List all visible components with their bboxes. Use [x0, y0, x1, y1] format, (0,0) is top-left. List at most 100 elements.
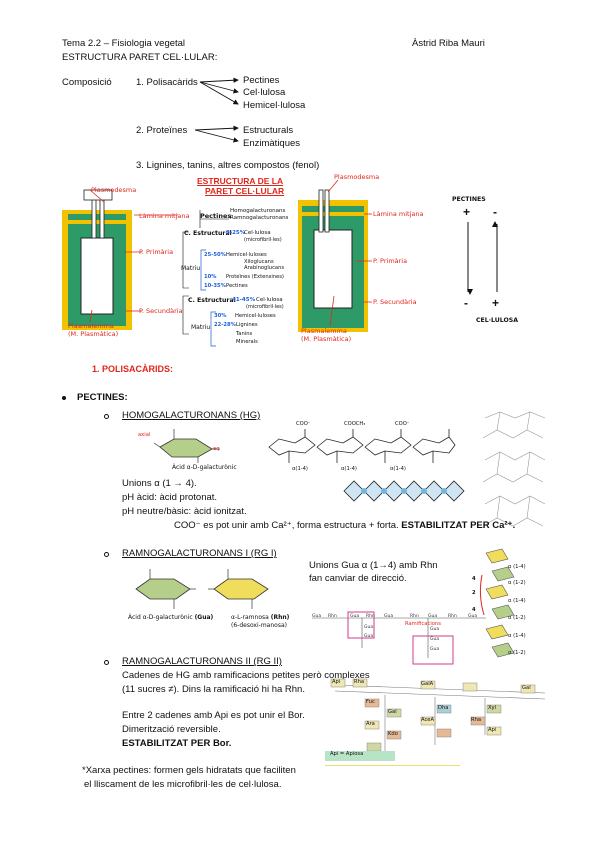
matrix2-text-0: Hemicel·luloses: [235, 313, 276, 319]
matrix2-text-1: Lignines: [236, 322, 258, 328]
hg-eq-label: eq: [213, 446, 220, 452]
cellulosa-text-1: Cel·lulosa: [244, 230, 271, 236]
rg2-sugar-4: Ara: [366, 721, 375, 727]
hg-axial-label: axial: [138, 432, 151, 438]
footnote-line1: *Xarxa pectines: formen gels hidratats q…: [82, 765, 296, 776]
rg1-rhn-caption-a: α-L-ramnosa: [231, 614, 271, 621]
hg-eggbox-drawing: [343, 480, 465, 502]
svg-text:Rhn: Rhn: [448, 613, 457, 619]
gradient-cellulosa-label: CEL·LULOSA: [476, 317, 519, 324]
matrix2-text-3: Minerals: [236, 339, 258, 345]
svg-text:Rhn: Rhn: [410, 613, 419, 619]
left-plasmalemma-label: Plasmalemma: [68, 322, 114, 330]
rg1-ramificacions-label: Ramificacions: [405, 621, 441, 627]
hg-monomer-caption: Àcid α-D-galacturònic: [172, 464, 237, 471]
rg1-rhn-caption-c: (6-desoxi-manosa): [231, 622, 287, 629]
svg-text:Gua: Gua: [468, 613, 477, 619]
hg-chain-label-2: COO⁻: [395, 421, 410, 427]
proteina-child-2: Enzimàtiques: [243, 138, 301, 149]
svg-text:Gua: Gua: [428, 613, 437, 619]
rg2-sugar-6: Dha: [438, 705, 449, 711]
svg-text:Rhn: Rhn: [366, 613, 375, 619]
rg2-sugar-2: Fuc: [366, 699, 375, 705]
rg2-sugar-11: Api: [488, 727, 497, 733]
rg1-gua-caption: Àcid α-D-galacturònic (Gua): [128, 614, 213, 621]
cellulosa-sub-2: (microfibril·les): [246, 304, 284, 310]
hg-title: HOMOGALACTURONANS (HG): [122, 410, 261, 421]
rg1-note-line2: fan canviar de direcció.: [309, 573, 407, 584]
svg-text:Gua: Gua: [384, 613, 393, 619]
left-secundaria-label: P. Secundària: [139, 307, 183, 315]
circle-bullet-hg: [104, 414, 109, 419]
figure-brackets: [182, 210, 229, 335]
matrix1-pct-3: 10%: [204, 274, 217, 280]
rg2-sugar-5: Kdo: [388, 731, 398, 737]
rg2-sugar-3: Gal: [388, 709, 397, 715]
circle-bullet-rg2: [104, 660, 109, 665]
footnote-line2: el lliscament de les microfibril·les de …: [84, 779, 282, 790]
polisacarid-child-1: Pectines: [243, 75, 280, 86]
rg1-note-line1: Unions Gua α (1→4) amb Rhn: [309, 560, 438, 571]
pectines-type-1: Homogalacturonans: [230, 208, 286, 214]
cell-diagram-left: [62, 189, 132, 330]
matrix1-text-0: Hemicel·luloses: [226, 252, 267, 258]
hg-ph-neutral: pH neutre/bàsic: àcid ionitzat.: [122, 506, 247, 517]
pectines-heading: PECTINES:: [77, 392, 128, 403]
matrix2-pct-1: 22-28%: [214, 322, 236, 328]
hg-unions: Unions α (1 → 4).: [122, 478, 197, 489]
svg-text:Gua: Gua: [350, 613, 359, 619]
rg1-gua-caption-a: Àcid α-D-galacturònic: [128, 614, 195, 621]
matrix1-pct-4: 10-35%: [204, 283, 226, 289]
rg1-link-5: α (1-2): [508, 650, 526, 656]
rg2-line5: ESTABILITZAT PER Bor.: [122, 738, 232, 749]
bullet-pectines: [62, 396, 66, 400]
polisacarid-child-2: Cel·lulosa: [243, 87, 286, 98]
hg-monomer-drawing: [153, 429, 220, 463]
hg-stabilized: ESTABILITZAT PER Ca²⁺.: [401, 520, 516, 531]
rg2-line3: Entre 2 cadenes amb Api es pot unir el B…: [122, 710, 305, 721]
figure-title-2: PARET CEL·LULAR: [205, 186, 285, 196]
right-primaria-label: P. Primària: [373, 257, 408, 265]
rg2-sugar-10: Rha: [471, 717, 482, 723]
hg-chain-label-3: α(1-4): [292, 466, 308, 472]
cellulosa-pct-2: 41-45%: [232, 297, 256, 303]
left-lamina-label: Làmina mitjana: [139, 212, 190, 220]
rg1-title: RAMNOGALACTURONANS I (RG I): [122, 548, 277, 559]
matrix1-text-3: Proteïnes (Extensines): [226, 274, 284, 280]
rg2-sugar-0: Api: [332, 679, 341, 685]
rg1-rhn-caption-b: (Rhn): [270, 614, 290, 621]
figure-title-1: ESTRUCTURA DE LA: [197, 176, 284, 186]
rg2-line4: Dimerització reversible.: [122, 724, 221, 735]
rg2-line1: Cadenes de HG amb ramificacions petites …: [122, 670, 370, 681]
svg-text:Gua: Gua: [430, 646, 439, 652]
composition-item-2: 2. Proteïnes: [136, 125, 188, 136]
cell-diagram-right: [298, 189, 368, 332]
rg2-title: RAMNOGALACTURONANS II (RG II): [122, 656, 282, 667]
polisacarids-heading: 1. POLISACÀRIDS:: [92, 364, 174, 374]
arrows-polisacarids: [199, 77, 239, 105]
hg-chain-label-1: COOCH₃: [344, 421, 366, 427]
rg2-line2: (11 sucres ≠). Dins la ramificació hi ha…: [122, 684, 305, 695]
matriu-bracket-2: [210, 311, 216, 347]
hg-coo-line: COO⁻ es pot unir amb Ca²⁺, forma estruct…: [174, 520, 515, 531]
svg-text:Gua: Gua: [364, 624, 373, 630]
matrix1-text-2: Arabinoglucans: [244, 265, 285, 271]
gradient-minus-top: -: [493, 205, 497, 219]
c-estructural-secundaria: C. Estructural: [188, 297, 236, 304]
svg-text:Gua: Gua: [312, 613, 321, 619]
svg-text:Gua: Gua: [430, 626, 439, 632]
author-name: Àstrid Riba Mauri: [412, 38, 485, 49]
matriu-secundaria: Matriu: [191, 324, 211, 331]
hg-ph-acid: pH àcid: àcid protonat.: [122, 492, 218, 503]
proteina-child-1: Estructurals: [243, 125, 294, 136]
hg-coo-text: COO⁻ es pot unir amb Ca²⁺, forma estruct…: [174, 520, 402, 531]
right-plasmodesma-label: Plasmodesma: [334, 173, 380, 181]
cellulosa-pct-1: 9-25%: [226, 230, 246, 236]
rg2-sugar-7: AceA: [421, 717, 435, 723]
circle-bullet-rg1: [104, 552, 109, 557]
left-plasmalemma-sub: (M. Plasmàtica): [68, 330, 119, 338]
hg-side-structure: [482, 411, 546, 527]
rg2-sugar-1: Rha: [354, 679, 365, 685]
matriu-primaria: Matriu: [181, 265, 201, 272]
hg-chain-label-0: COO⁻: [296, 421, 311, 427]
